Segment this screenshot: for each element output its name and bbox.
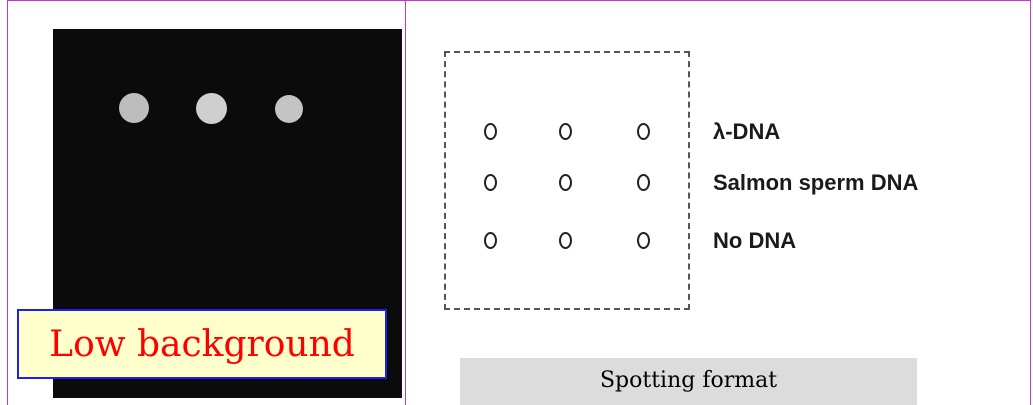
format-spot-r1c1 <box>484 123 497 140</box>
format-spot-r1c3 <box>637 123 650 140</box>
low-background-caption: Low background <box>17 309 387 379</box>
format-spot-r2c2 <box>559 174 572 191</box>
format-spot-r1c2 <box>559 123 572 140</box>
row-label-no-dna: No DNA <box>713 230 796 252</box>
spotting-format-caption: Spotting format <box>460 358 917 405</box>
blot-spot-3 <box>275 95 303 123</box>
row-label-lambda-dna: λ-DNA <box>713 121 780 143</box>
blot-spot-1 <box>119 93 149 123</box>
format-spot-r2c1 <box>484 174 497 191</box>
row-label-salmon-sperm-dna: Salmon sperm DNA <box>713 172 918 194</box>
format-spot-r3c2 <box>559 232 572 249</box>
panel-divider <box>405 0 406 405</box>
format-spot-r2c3 <box>637 174 650 191</box>
format-spot-r3c3 <box>637 232 650 249</box>
blot-spot-2 <box>196 93 227 124</box>
format-spot-r3c1 <box>484 232 497 249</box>
